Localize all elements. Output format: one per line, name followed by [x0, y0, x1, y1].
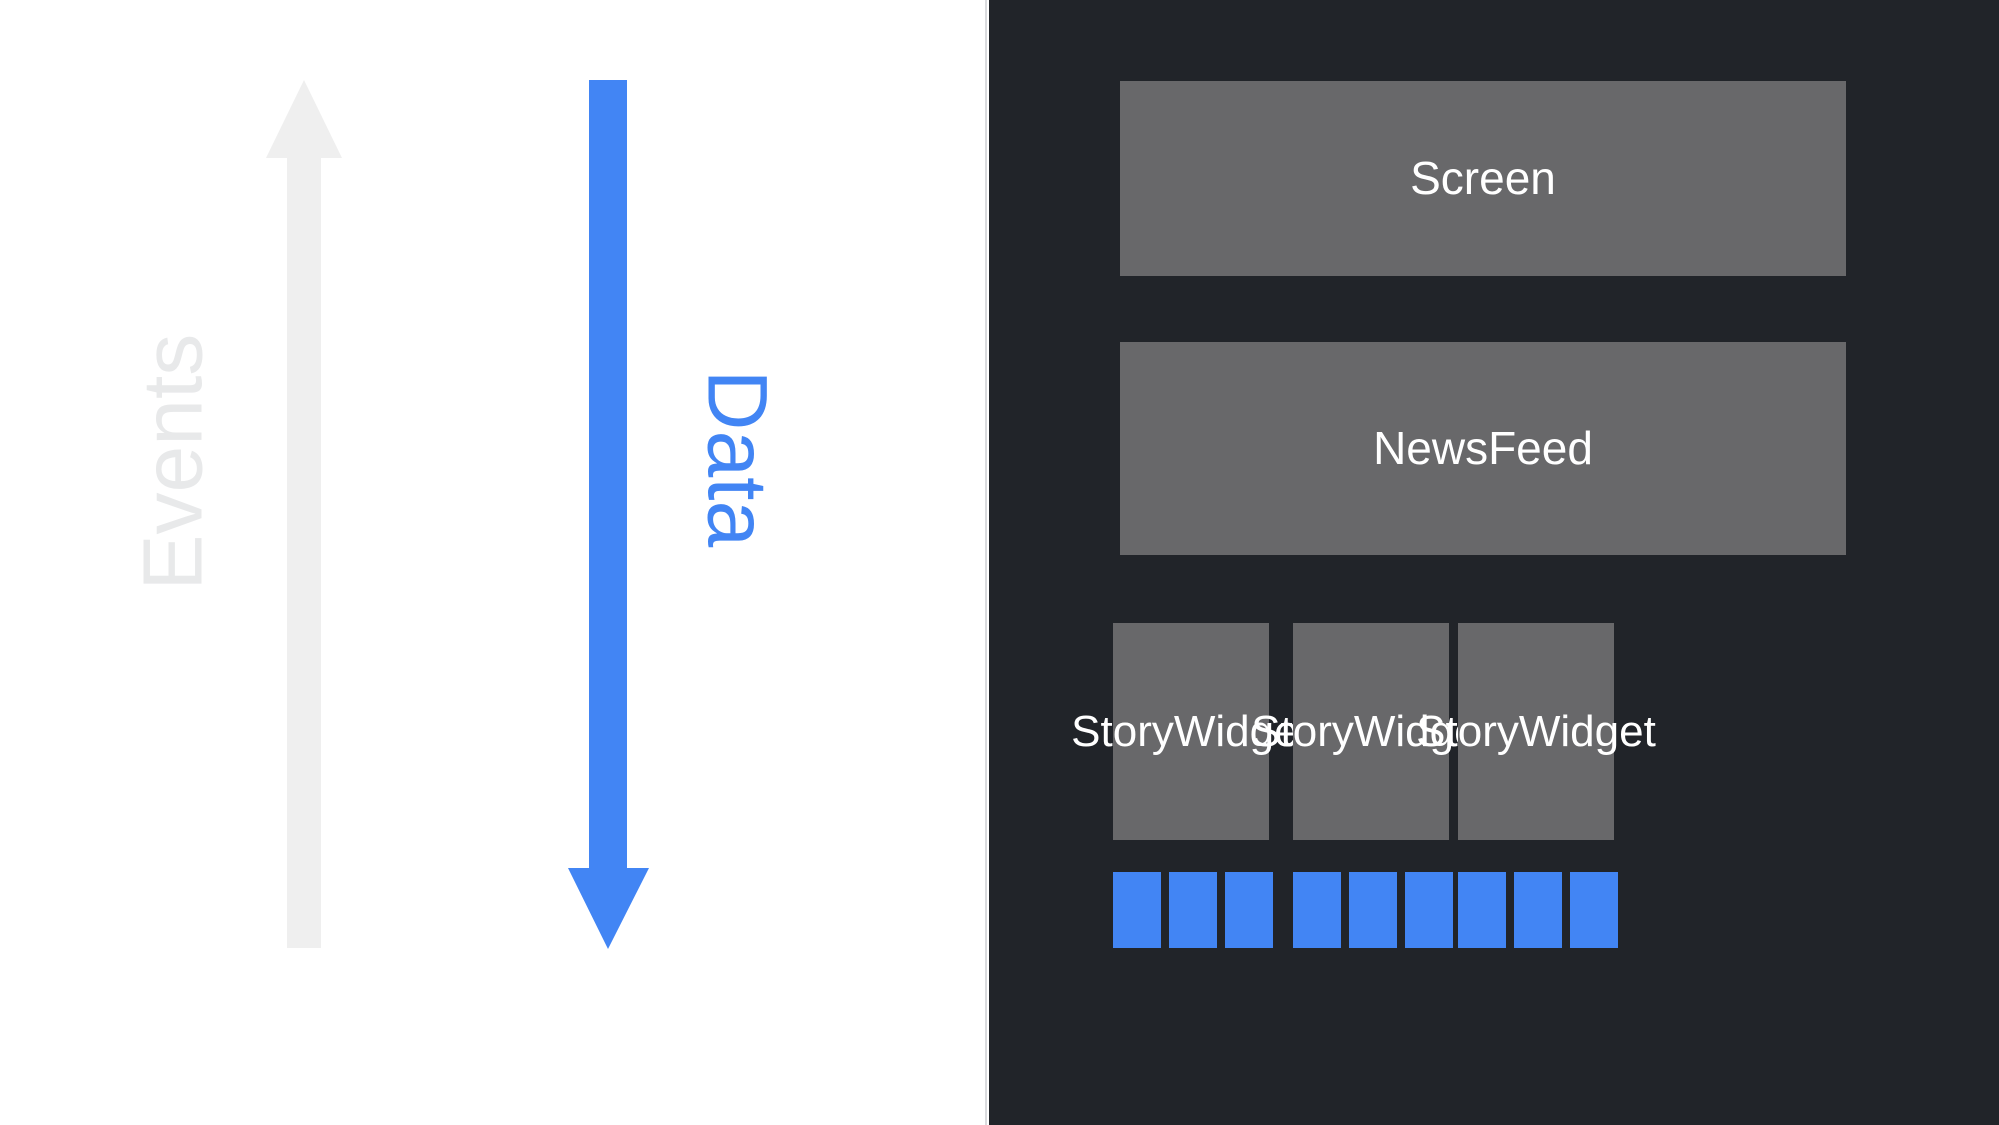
story-widget-group-1: Story Widget [1071, 623, 1311, 948]
leaf-chip-1-3[interactable] [1225, 872, 1273, 948]
story-widget-3-line2: Widget [1518, 706, 1656, 756]
leaf-chip-2-1[interactable] [1293, 872, 1341, 948]
node-story-widget-1[interactable]: Story Widget [1071, 623, 1311, 840]
events-arrow-up-icon [266, 80, 342, 948]
story-widget-1-line1: Story [1071, 706, 1174, 756]
leaf-chip-1-1[interactable] [1113, 872, 1161, 948]
flow-legend-pane: Events Data [0, 0, 989, 1125]
events-flow-label: Events [125, 333, 220, 591]
leaf-chip-3-3[interactable] [1570, 872, 1618, 948]
story-widget-3-leaf-row [1458, 872, 1620, 948]
story-widget-1-leaf-row [1113, 872, 1275, 948]
leaf-chip-3-1[interactable] [1458, 872, 1506, 948]
data-arrow-down-icon [568, 80, 649, 949]
leaf-chip-2-2[interactable] [1349, 872, 1397, 948]
story-widget-3-line1: Story [1416, 706, 1519, 756]
pane-divider [985, 0, 987, 1125]
node-story-widget-3[interactable]: Story Widget [1416, 623, 1656, 840]
leaf-chip-2-3[interactable] [1405, 872, 1453, 948]
component-tree-pane: Screen NewsFeed Story Widget Story Widge… [989, 0, 1999, 1125]
story-widget-2-leaf-row [1293, 872, 1455, 948]
leaf-chip-3-2[interactable] [1514, 872, 1562, 948]
story-widget-group-3: Story Widget [1416, 623, 1656, 948]
story-widget-2-line1: Story [1251, 706, 1354, 756]
data-flow-label: Data [690, 369, 785, 548]
node-screen[interactable]: Screen [1120, 81, 1846, 276]
leaf-chip-1-2[interactable] [1169, 872, 1217, 948]
node-newsfeed[interactable]: NewsFeed [1120, 342, 1846, 555]
story-widget-1-line2: Widget [1173, 706, 1311, 756]
